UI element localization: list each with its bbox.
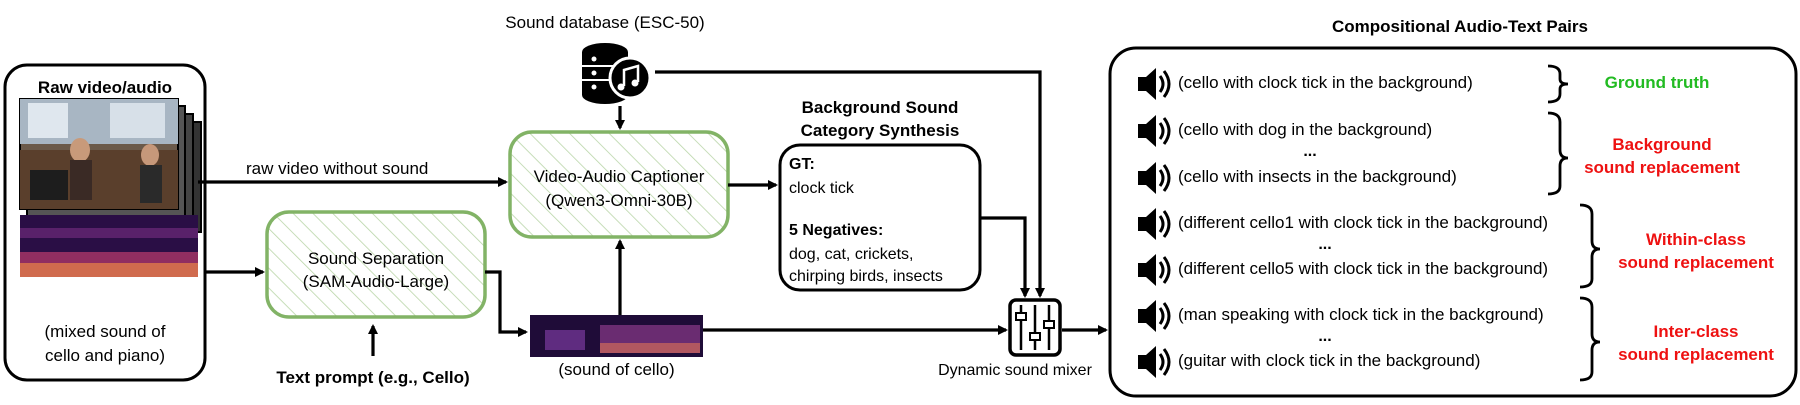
connectors <box>198 70 1108 356</box>
pair-row: (different cello5 with clock tick in the… <box>1178 259 1549 278</box>
separation-line1: Sound Separation <box>307 249 445 268</box>
pair-ellipsis: ... <box>1303 143 1317 160</box>
group-label-ground-truth: Ground truth <box>1604 73 1710 92</box>
edge-label-raw-video: raw video without sound <box>246 159 429 178</box>
raw-title: Raw video/audio <box>37 78 173 97</box>
pairs-container <box>1108 46 1798 398</box>
bg-title-line1: Background Sound <box>801 98 959 117</box>
bg-gt-value: clock tick <box>789 180 854 197</box>
raw-caption-line2: cello and piano) <box>44 346 166 365</box>
captioner-line2: (Qwen3-Omni-30B) <box>545 191 693 210</box>
pair-row: (cello with clock tick in the background… <box>1178 73 1473 92</box>
bg-neg-label: 5 Negatives: <box>789 222 884 239</box>
pair-row: (different cello1 with clock tick in the… <box>1178 213 1549 232</box>
db-label: Sound database (ESC-50) <box>505 13 705 32</box>
cello-caption: (sound of cello) <box>558 360 675 379</box>
bg-title-line2: Category Synthesis <box>760 121 1000 141</box>
pair-row: (guitar with clock tick in the backgroun… <box>1178 351 1481 370</box>
group-braces <box>1547 64 1601 382</box>
bg-gt-label: GT: <box>789 156 815 173</box>
raw-caption-line1: (mixed sound of <box>44 322 166 341</box>
pairs-title: Compositional Audio-Text Pairs <box>1332 17 1588 36</box>
mixer-icon <box>1008 298 1062 357</box>
pair-row: (cello with dog in the background) <box>1178 120 1433 139</box>
group-label-inter-line1: Inter-class <box>1653 322 1739 341</box>
separation-box <box>265 210 487 319</box>
database-icon <box>582 43 652 104</box>
group-label-background-line1: Background <box>1612 135 1712 154</box>
group-label-within-line1: Within-class <box>1646 230 1746 249</box>
group-label-within-line2: sound replacement <box>1618 253 1774 272</box>
group-label-background-line2: sound replacement <box>1584 158 1740 177</box>
separation-line2: (SAM-Audio-Large) <box>302 272 450 291</box>
captioner-line1: Video-Audio Captioner <box>533 167 705 186</box>
speaker-icons <box>1138 68 1171 378</box>
cello-spectrogram <box>530 315 703 357</box>
mixer-label: Dynamic sound mixer <box>938 362 1092 379</box>
pair-ellipsis: ... <box>1318 328 1332 345</box>
bg-neg-line2: chirping birds, insects <box>789 268 943 285</box>
pair-ellipsis: ... <box>1318 236 1332 253</box>
bg-neg-line1: dog, cat, crickets, <box>789 246 914 263</box>
video-frames <box>19 98 202 233</box>
text-prompt-label: Text prompt (e.g., Cello) <box>276 368 470 387</box>
mixed-spectrogram <box>20 215 198 277</box>
group-label-inter-line2: sound replacement <box>1618 345 1774 364</box>
pair-row: (man speaking with clock tick in the bac… <box>1178 305 1544 324</box>
pair-row: (cello with insects in the background) <box>1178 167 1457 186</box>
